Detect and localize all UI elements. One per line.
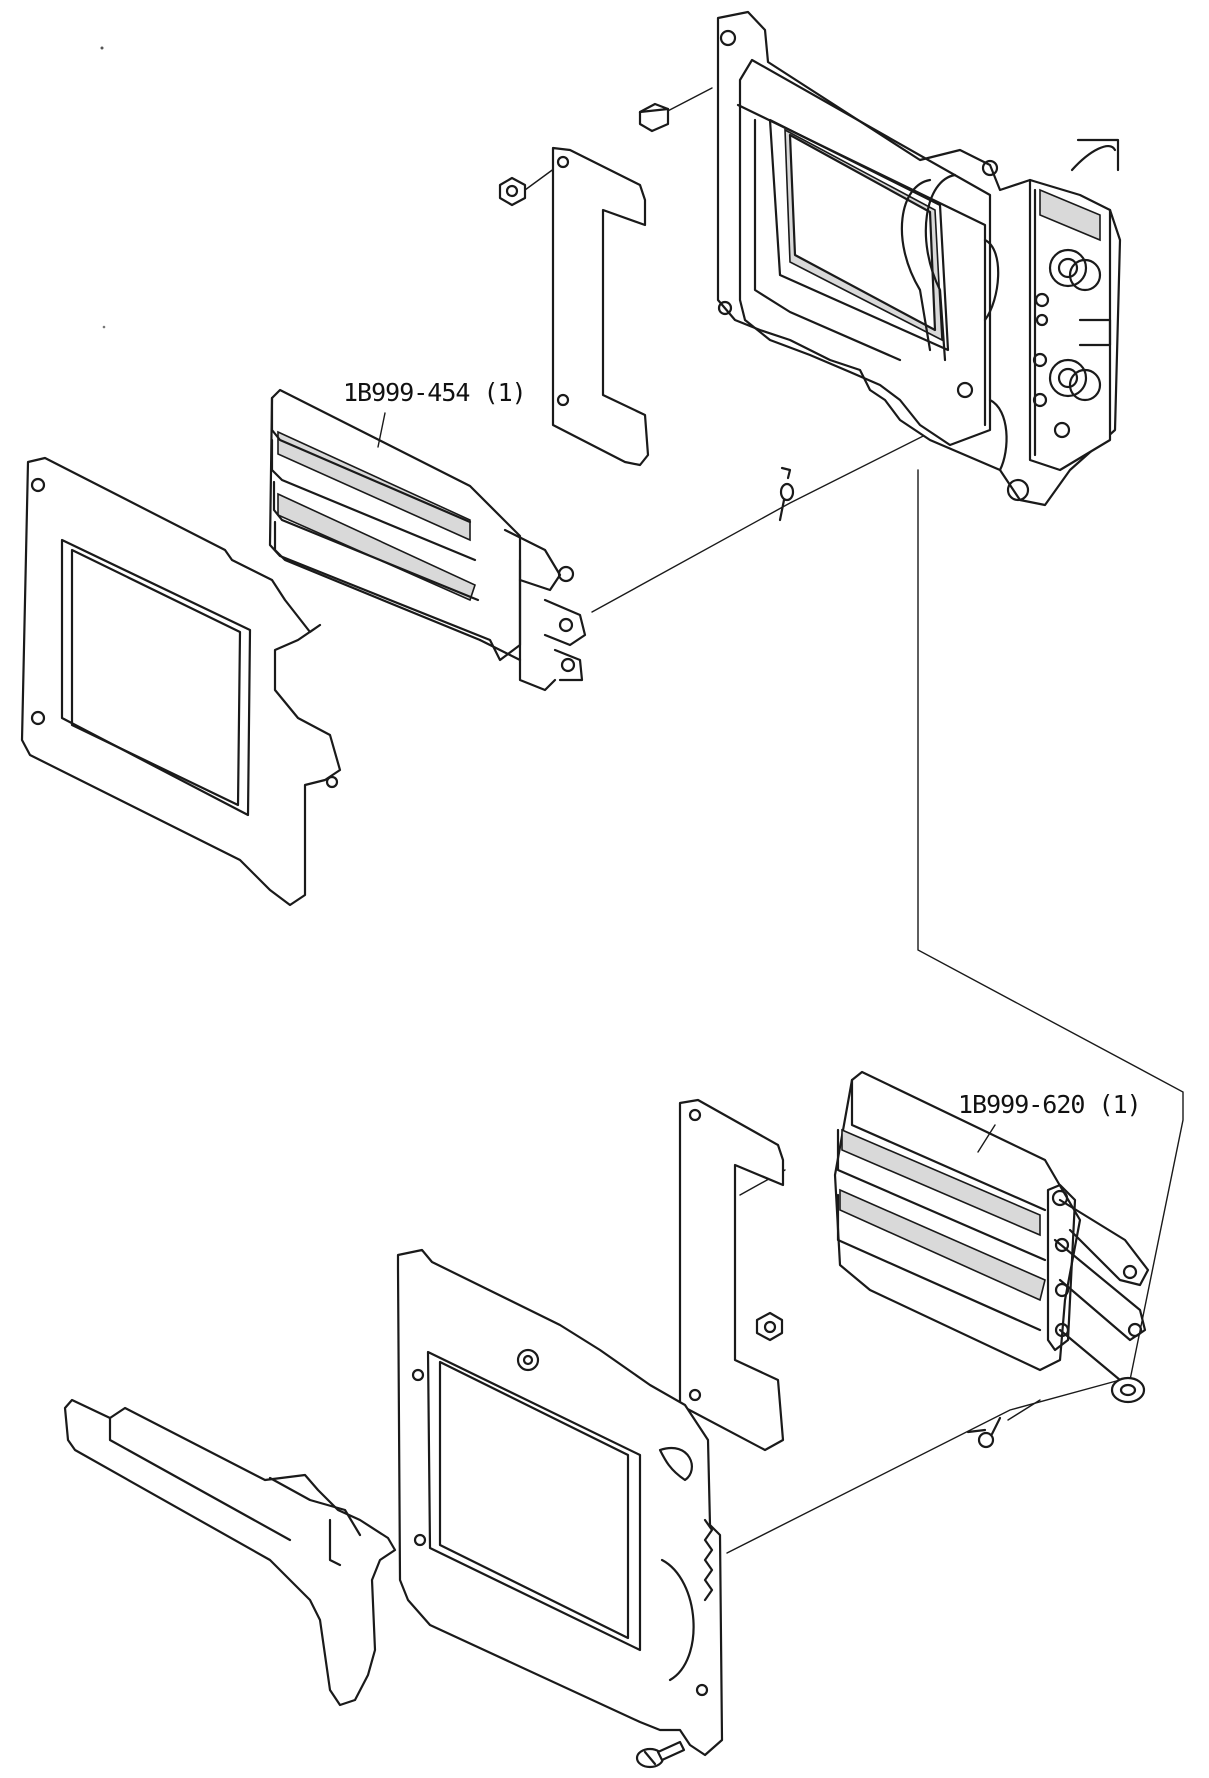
callout-leader-upper [377, 412, 386, 448]
mounting-screw [635, 1740, 686, 1769]
rubber-stop-piece [638, 102, 670, 133]
upper-shutter-blade-assembly [268, 388, 587, 692]
light-baffle-strip [63, 1398, 397, 1707]
torsion-spring-upper [778, 466, 795, 522]
speck [100, 46, 104, 50]
upper-cover-plate [20, 456, 342, 907]
speck [102, 325, 106, 329]
callout-lower: 1B999-620 (1) [958, 1090, 1142, 1153]
callout-label-lower: 1B999-620 (1) [958, 1090, 1141, 1119]
torsion-spring-lower [966, 1416, 1002, 1449]
upper-spacer-plate [551, 146, 650, 467]
lower-spacer-plate [678, 1098, 785, 1452]
assembly-leader-lines [524, 87, 1184, 1554]
hex-nut-lower [755, 1311, 784, 1342]
callout-label-upper: 1B999-454 (1) [343, 378, 526, 407]
lower-frame-plate [396, 1248, 724, 1757]
lower-shutter-blade-assembly [833, 1070, 1150, 1404]
callout-upper: 1B999-454 (1) [343, 378, 527, 448]
shutter-base-unit [716, 10, 1122, 507]
callout-leader-lower [977, 1124, 996, 1153]
hex-nut-upper [498, 176, 527, 207]
